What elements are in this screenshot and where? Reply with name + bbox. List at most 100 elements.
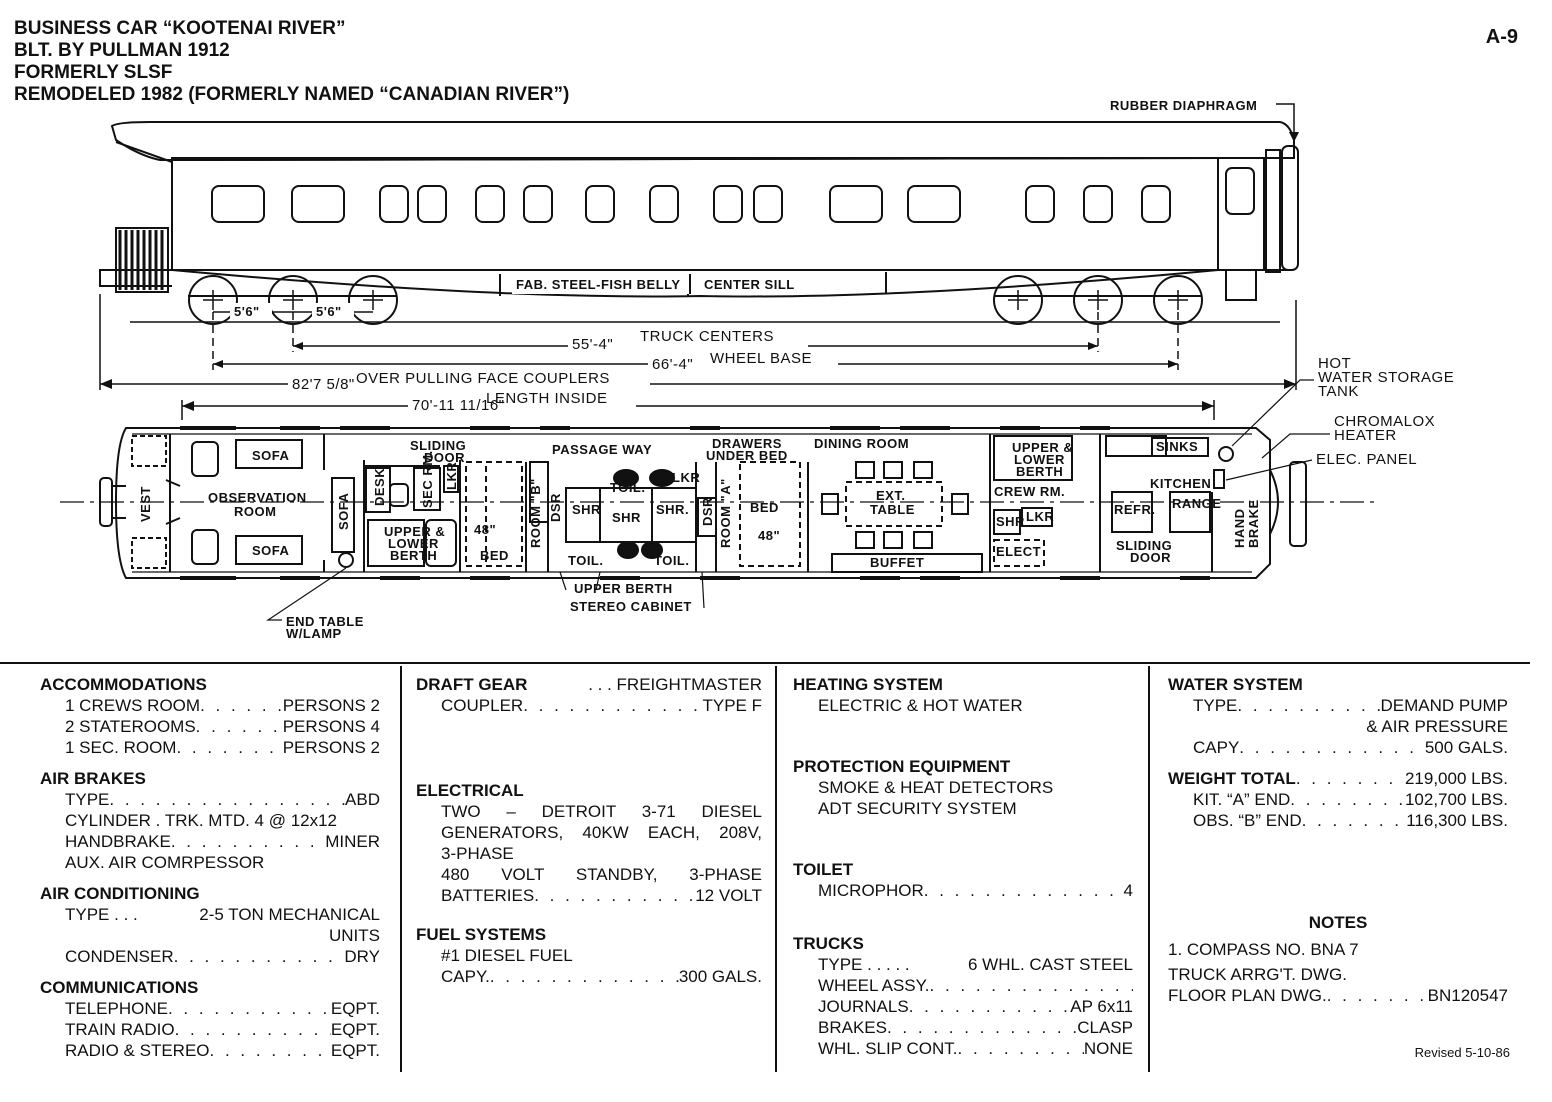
truck-a — [993, 275, 1203, 325]
air-brakes-cylinder: CYLINDER . TRK. MTD. 4 @ 12x12 — [65, 811, 338, 830]
trucks-wheel-row: WHEEL ASSY. — [793, 975, 1133, 996]
water-system-title: WATER SYSTEM — [1168, 675, 1303, 694]
column-divider — [1148, 666, 1150, 1072]
sofa-3 — [331, 477, 355, 553]
remodel-line: REMODELED 1982 (FORMERLY NAMED “CANADIAN… — [14, 84, 570, 105]
range — [1169, 491, 1211, 533]
rubber-diaphragm-label: RUBBER DIAPHRAGM — [1110, 98, 1257, 113]
toilet — [649, 469, 675, 487]
builder-line: BLT. BY PULLMAN 1912 — [14, 40, 230, 61]
accommodation-row: 1 CREWS ROOMPERSONS 2 — [40, 695, 380, 716]
toil-1-label: TOIL. — [610, 480, 645, 495]
shr-1-label: SHR — [572, 502, 601, 517]
coupler-row: COUPLERTYPE F — [416, 695, 762, 716]
sec-rm-label: SEC RM. — [420, 450, 435, 508]
accommodation-row: 2 STATEROOMSPERSONS 4 — [40, 716, 380, 737]
upper-lower-berth-label-2: LOWER — [388, 536, 439, 551]
elec-panel-label: ELEC. PANEL — [1316, 451, 1417, 468]
spec-table: ACCOMMODATIONS 1 CREWS ROOMPERSONS 2 2 S… — [0, 662, 1530, 1074]
armchair — [191, 529, 219, 565]
crew-rm-label: CREW RM. — [994, 484, 1065, 499]
truck-centers-label: TRUCK CENTERS — [640, 328, 774, 345]
toilet — [613, 469, 639, 487]
drawers-label: DRAWERS — [712, 436, 782, 451]
window — [585, 185, 615, 223]
drawers-label-2: UNDER BED — [706, 448, 788, 463]
notes-line: 1. COMPASS NO. BNA 7 — [1168, 940, 1359, 959]
axle-dimension-2: 5'6" — [316, 304, 342, 319]
hot-water-label: HOT — [1318, 355, 1351, 372]
communications-row: TELEPHONEEQPT. — [40, 998, 380, 1019]
upper-lower-berth — [367, 519, 425, 567]
window — [523, 185, 553, 223]
range-label: RANGE — [1172, 496, 1221, 511]
column-divider — [400, 666, 402, 1072]
kitchen-label: KITCHEN — [1150, 476, 1211, 491]
trucks-journals-row: JOURNALSAP 6x11 — [793, 996, 1133, 1017]
spec-column-4: WATER SYSTEM TYPEDEMAND PUMP & AIR PRESS… — [1168, 664, 1508, 1074]
fuel-line: #1 DIESEL FUEL — [441, 946, 573, 965]
sliding-door-label: SLIDING — [410, 438, 466, 453]
toil-3-label: TOIL. — [654, 553, 689, 568]
notes-title: NOTES — [1308, 913, 1368, 932]
bed-2-dim: 48" — [758, 528, 780, 543]
toil-2-label: TOIL. — [568, 553, 603, 568]
rubber-diaphragm — [1265, 149, 1281, 273]
floor-plan-labels: VEST SOFA SOFA SOFA OBSERVATION ROOM DES… — [138, 355, 1454, 641]
weight-kit-row: KIT. “A” END102,700 LBS. — [1168, 789, 1508, 810]
chromalox-label-2: HEATER — [1334, 427, 1397, 444]
chromalox-label: CHROMALOX — [1334, 413, 1435, 430]
bed-1-label: BED — [480, 548, 509, 563]
wheel — [188, 275, 238, 325]
air-conditioning-type: TYPE . . .2-5 TON MECHANICAL — [65, 905, 380, 924]
accommodations-title: ACCOMMODATIONS — [40, 675, 207, 694]
air-conditioning-title: AIR CONDITIONING — [40, 884, 200, 903]
water-type-line-2: & AIR PRESSURE — [1366, 717, 1508, 736]
electrical-line: GENERATORS, 40KW EACH, 208V, — [441, 823, 762, 842]
window — [475, 185, 505, 223]
dining-room-label: DINING ROOM — [814, 436, 909, 451]
toilet-row: MICROPHOR4 — [793, 880, 1133, 901]
right-coupler — [1289, 461, 1307, 547]
accommodation-row: 1 SEC. ROOMPERSONS 2 — [40, 737, 380, 758]
side-windows — [211, 185, 1171, 223]
hot-water-label-2: WATER STORAGE — [1318, 369, 1454, 386]
window — [1141, 185, 1171, 223]
revised-date: Revised 5-10-86 — [1414, 1045, 1510, 1060]
communications-row: RADIO & STEREOEQPT. — [40, 1040, 380, 1061]
wheel — [348, 275, 398, 325]
draft-gear-row: DRAFT GEAR. . . FREIGHTMASTER — [416, 675, 762, 694]
end-table-lamp — [338, 552, 354, 568]
sinks-label: SINKS — [1156, 439, 1198, 454]
observation-room-label: OBSERVATION — [208, 490, 307, 505]
car-roof — [110, 121, 1295, 161]
crew-berth-label: UPPER & — [1012, 440, 1073, 455]
wheel-base-label: WHEEL BASE — [710, 350, 812, 367]
crew-berth-label-3: BERTH — [1016, 464, 1063, 479]
toilet-title: TOILET — [793, 860, 854, 879]
elect-cabinet — [993, 539, 1045, 567]
toilet — [617, 541, 639, 559]
sill-label-1: FAB. STEEL-FISH BELLY — [516, 277, 681, 292]
hot-water-label-3: TANK — [1318, 383, 1359, 400]
desk-label: DESK — [372, 468, 387, 506]
communications-title: COMMUNICATIONS — [40, 978, 199, 997]
armchair — [191, 441, 219, 477]
ext-table-label-2: TABLE — [870, 502, 915, 517]
batteries-row: BATTERIES12 VOLT — [416, 885, 762, 906]
window — [649, 185, 679, 223]
wheel — [993, 275, 1043, 325]
length-inside-value: 70'-11 11/16" — [412, 397, 505, 414]
length-inside-label: LENGTH INSIDE — [486, 390, 608, 407]
hand-brake-label: HAND — [1232, 508, 1247, 548]
water-capacity-row: CAPY500 GALS. — [1168, 737, 1508, 758]
window — [1025, 185, 1055, 223]
dsr-1-label: DSR — [548, 493, 563, 522]
air-brakes-type: TYPEABD — [40, 789, 380, 810]
sofa-2 — [235, 535, 303, 565]
air-brakes-handbrake: HANDBRAKEMINER — [40, 831, 380, 852]
weight-obs-row: OBS. “B” END116,300 LBS. — [1168, 810, 1508, 831]
passageway-label: PASSAGE WAY — [552, 442, 652, 457]
sofa-2-label: SOFA — [252, 543, 290, 558]
truck-b — [188, 275, 398, 325]
